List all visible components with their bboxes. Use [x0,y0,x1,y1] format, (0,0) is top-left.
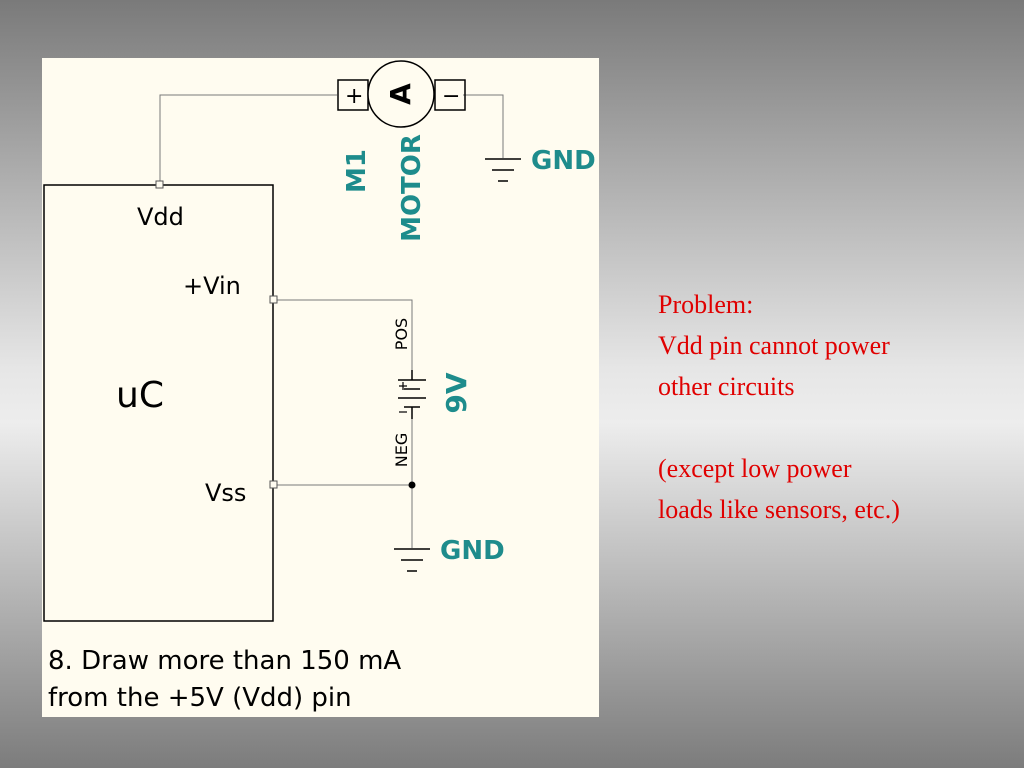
pin-vss-marker [269,480,278,489]
motor-ground-symbol [485,158,521,182]
problem-line-4: (except low power [658,454,852,483]
wire-motor-to-gnd [463,94,504,158]
controller-label: uC [116,375,164,416]
pin-vin-marker [269,295,278,304]
problem-line-3: other circuits [658,372,795,401]
problem-line-5: loads like sensors, etc.) [658,495,900,524]
battery-pos-label: POS [392,318,411,350]
battery-ground-label: GND [440,536,505,566]
motor-reference-label: M1 [342,149,372,193]
schematic-drawing: Vdd +Vin Vss uC + − A M1 MOTOR GND [43,60,596,713]
motor-name-label: MOTOR [397,134,427,242]
pin-vin-label: +Vin [183,272,241,300]
motor-minus-sign: − [442,84,460,109]
problem-heading: Problem: [658,290,754,319]
battery-symbol [398,370,426,419]
junction-dot [408,481,416,489]
problem-line-2: Vdd pin cannot power [658,331,890,360]
pin-vss-label: Vss [205,479,246,507]
motor-plus-sign: + [345,84,363,109]
motor-symbol-circle [367,60,435,128]
battery-value-label: 9V [440,372,473,413]
motor-ground-label: GND [531,146,596,176]
caption-line-2: from the +5V (Vdd) pin [48,683,352,713]
wire-vdd-to-motor [159,94,337,185]
caption-line-1: 8. Draw more than 150 mA [48,646,401,676]
motor-symbol-letter: A [384,83,417,105]
battery-neg-label: NEG [392,433,411,467]
circuit-schematic: Vdd +Vin Vss uC + − A M1 MOTOR GND [42,58,599,717]
battery-ground-symbol [394,548,430,572]
motor-minus-terminal [434,79,466,111]
pin-vdd-marker [155,180,164,189]
problem-spacer [658,407,1008,448]
pin-vdd-label: Vdd [137,203,184,231]
wire-vin-to-battery [273,299,413,370]
problem-note: Problem: Vdd pin cannot power other circ… [658,284,1008,530]
